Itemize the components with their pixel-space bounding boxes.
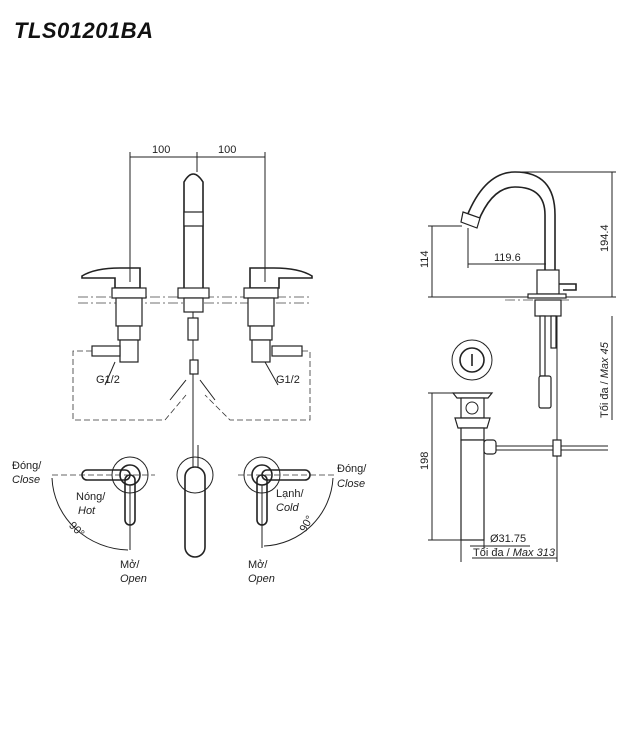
dim-right-100: 100 — [218, 144, 236, 156]
open-label-left-en: Open — [120, 573, 147, 585]
close-label-left-en: Close — [12, 474, 40, 486]
close-label-right: Đóng/ — [337, 463, 367, 475]
open-label-right-en: Open — [248, 573, 275, 585]
dim-max-deck: Tối đa / Max 45 — [599, 341, 611, 418]
thread-label-left: G1/2 — [96, 374, 120, 386]
rotation-left: Đóng/ Close Nóng/ Hot 90° Mở/ Open — [12, 456, 155, 585]
hot-label-en: Hot — [78, 505, 96, 517]
dim-total-height: 194.4 — [599, 224, 611, 252]
dim-max-rod: Tối đa / Max 313 — [473, 547, 556, 559]
open-label-right: Mở/ — [248, 559, 268, 571]
close-label-left: Đóng/ — [12, 460, 42, 472]
hot-handle — [81, 267, 141, 289]
thread-label-right: G1/2 — [276, 374, 300, 386]
dim-spout-reach: 119.6 — [494, 252, 521, 264]
cold-handle — [249, 267, 313, 289]
spout — [183, 173, 204, 290]
dim-left-100: 100 — [152, 144, 170, 156]
side-view: 114 119.6 194.4 Tối đa / Max 45 198 — [419, 171, 616, 562]
model-title: TLS01201BA — [14, 18, 154, 43]
dim-drain-length: 198 — [419, 452, 431, 470]
dim-spout-height: 114 — [419, 250, 431, 268]
hot-label: Nóng/ — [76, 491, 106, 503]
close-label-right-en: Close — [337, 478, 365, 490]
angle-label-right: 90° — [298, 514, 317, 534]
cold-label: Lạnh/ — [276, 488, 304, 500]
dim-drain-diameter: Ø31.75 — [490, 533, 526, 545]
front-view: 100 100 G1/2 G1/2 — [72, 144, 313, 445]
open-label-left: Mở/ — [120, 559, 140, 571]
rotation-right: Đóng/ Close Lạnh/ Cold 90° Mở/ Open — [238, 456, 367, 585]
cold-label-en: Cold — [276, 502, 300, 514]
rotation-spout — [176, 445, 214, 558]
